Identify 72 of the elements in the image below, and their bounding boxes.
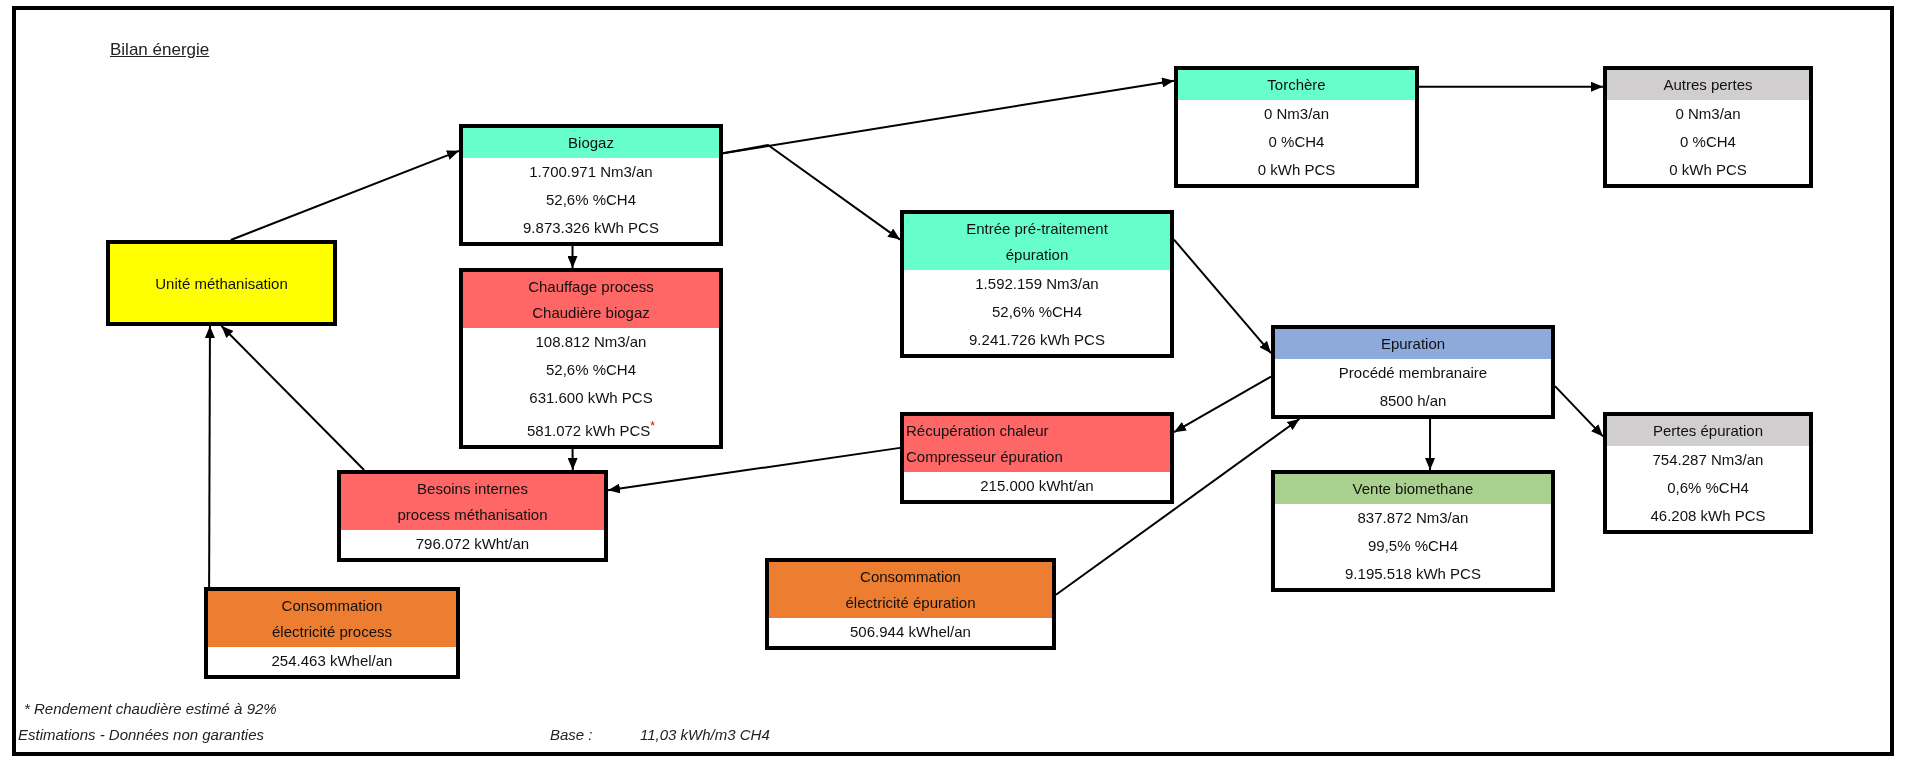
- value-text: 46.208 kWh PCS: [1649, 506, 1767, 526]
- arrow: [220, 325, 366, 471]
- value-text: 0 Nm3/an: [1262, 104, 1330, 124]
- footnote-text: * Rendement chaudière estimé à 92%: [24, 700, 277, 717]
- box-heading: Vente biomethane: [1275, 474, 1551, 504]
- arrow: [229, 149, 460, 241]
- value-text: 215.000 kWht/an: [979, 476, 1095, 496]
- value-text: Procédé membranaire: [1337, 363, 1489, 383]
- note-text: Base :: [550, 726, 593, 743]
- note-text: Estimations - Données non garanties: [18, 726, 264, 743]
- value-text: 99,5% %CH4: [1366, 536, 1459, 556]
- data-box: [1271, 470, 1555, 592]
- value-text: 9.241.726 kWh PCS: [968, 330, 1106, 350]
- value-text: 0 %CH4: [1267, 132, 1326, 152]
- value-text: 8500 h/an: [1378, 391, 1448, 411]
- value-text: 0,6% %CH4: [1666, 478, 1750, 498]
- arrow: [1418, 81, 1604, 92]
- box-heading: Torchère: [1178, 70, 1415, 100]
- arrow: [1173, 238, 1272, 355]
- value-text: 506.944 kWhel/an: [849, 622, 972, 642]
- arrow: [1554, 385, 1604, 438]
- value-text: 108.812 Nm3/an: [534, 332, 648, 352]
- box-heading: Besoins internes process méthanisation: [341, 474, 604, 530]
- data-box: [765, 558, 1056, 650]
- arrow: [1173, 375, 1272, 434]
- box-heading: Chauffage process Chaudière biogaz: [463, 272, 719, 328]
- arrow: [607, 446, 901, 494]
- data-box: [1603, 66, 1813, 188]
- process-box: [106, 240, 337, 326]
- note-text: 11,03 kWh/m3 CH4: [640, 726, 770, 743]
- value-text: 52,6% %CH4: [544, 360, 637, 380]
- box-heading: Epuration: [1275, 329, 1551, 359]
- box-heading: Récupération chaleur Compresseur épuration: [904, 416, 1170, 472]
- arrow: [567, 448, 578, 471]
- data-box: [900, 210, 1174, 358]
- value-text: 631.600 kWh PCS: [528, 388, 654, 408]
- box-heading: Pertes épuration: [1607, 416, 1809, 446]
- value-text: 581.072 kWh PCS$^{*}$: [525, 418, 657, 441]
- arrow: [567, 245, 578, 269]
- value-text: 796.072 kWht/an: [414, 534, 531, 554]
- data-box: [459, 268, 723, 449]
- data-box: [1174, 66, 1419, 188]
- arrow: [204, 325, 215, 588]
- box-label: Unité méthanisation: [155, 274, 288, 292]
- data-box: [1603, 412, 1813, 534]
- value-text: 0 kWh PCS: [1668, 160, 1748, 180]
- box-heading: Consommation électricité process: [208, 591, 456, 647]
- data-box: [204, 587, 460, 679]
- value-text: 0 kWh PCS: [1256, 160, 1337, 180]
- value-text: 1.592.159 Nm3/an: [974, 274, 1100, 294]
- value-text: 254.463 kWhel/an: [270, 651, 394, 671]
- data-box: [337, 470, 608, 562]
- value-text: 1.700.971 Nm3/an: [528, 162, 654, 182]
- data-box: [1271, 325, 1555, 419]
- box-heading: Autres pertes: [1607, 70, 1809, 100]
- value-text: 52,6% %CH4: [544, 190, 637, 210]
- value-text: 0 Nm3/an: [1674, 104, 1742, 124]
- box-heading: Entrée pré-traitement épuration: [904, 214, 1170, 270]
- box-heading: Consommation électricité épuration: [769, 562, 1052, 618]
- arrow: [1425, 418, 1436, 471]
- value-text: 837.872 Nm3/an: [1356, 508, 1470, 528]
- arrow: [1055, 418, 1301, 596]
- value-text: 0 %CH4: [1679, 132, 1737, 152]
- value-text: 754.287 Nm3/an: [1651, 450, 1765, 470]
- data-box: [459, 124, 723, 246]
- box-heading: Biogaz: [463, 128, 719, 158]
- diagram-title: Bilan énergie: [110, 40, 210, 60]
- value-text: 9.195.518 kWh PCS: [1344, 564, 1482, 584]
- arrow: [722, 143, 901, 241]
- value-text: 9.873.326 kWh PCS: [522, 218, 660, 238]
- data-box: [900, 412, 1174, 504]
- value-text: 52,6% %CH4: [990, 302, 1083, 322]
